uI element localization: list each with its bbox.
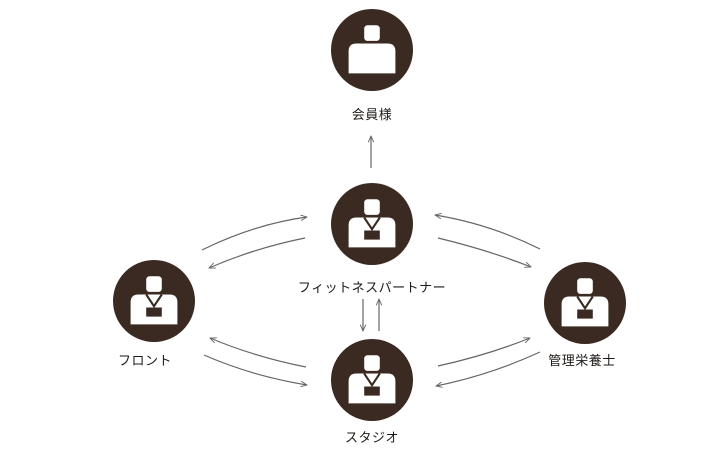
node-trainer xyxy=(331,183,413,265)
nutritionist-label: 管理栄養士 xyxy=(548,354,616,369)
member-label: 会員様 xyxy=(351,108,393,123)
arrow-nutritionist-to-trainer xyxy=(435,215,541,250)
arrow-front-to-trainer xyxy=(201,217,307,251)
studio-label: スタジオ xyxy=(344,431,400,446)
node-studio xyxy=(331,339,413,421)
arrow-front-to-studio xyxy=(203,354,307,385)
front-label: フロント xyxy=(117,354,173,369)
arrow-studio-to-front xyxy=(210,338,307,368)
node-member xyxy=(331,9,413,91)
arrow-nutritionist-to-studio xyxy=(436,351,541,386)
trainer-label: フィットネスパートナー xyxy=(297,281,447,296)
arrow-studio-to-nutritionist xyxy=(437,338,530,367)
arrow-trainer-to-nutritionist xyxy=(437,237,531,267)
node-nutritionist xyxy=(544,262,626,344)
arrow-trainer-to-front xyxy=(209,237,306,269)
node-front xyxy=(113,260,195,342)
